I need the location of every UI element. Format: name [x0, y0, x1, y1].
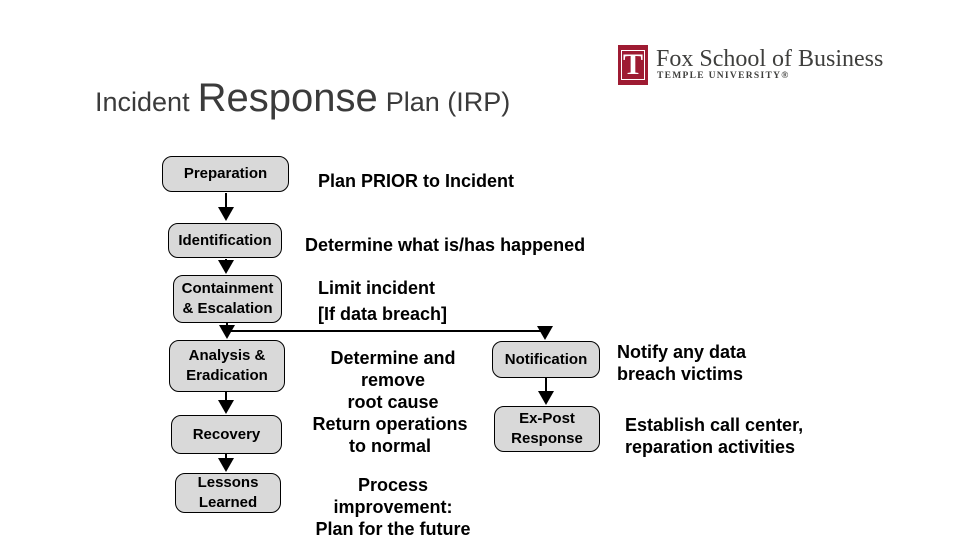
title-emphasis: Response: [197, 76, 378, 120]
desc-preparation: Plan PRIOR to Incident: [318, 171, 515, 191]
desc-analysis-eradication: Determine and remove root cause: [330, 348, 456, 412]
flow-box-containment-escalation: Containment & Escalation: [173, 275, 282, 323]
temple-t-icon: T: [618, 45, 648, 85]
desc-recovery: Return operations to normal: [312, 414, 468, 456]
logo-school-name: Fox School of Business: [656, 46, 884, 72]
desc-lessons-learned: Process improvement: Plan for the future: [315, 475, 471, 539]
logo-university-name: TEMPLE UNIVERSITY®: [657, 71, 790, 81]
flow-box-analysis-eradication: Analysis & Eradication: [169, 340, 285, 392]
flow-box-lessons-learned: Lessons Learned: [175, 473, 281, 513]
title-suffix: Plan (IRP): [385, 87, 511, 117]
title-prefix: Incident: [95, 87, 190, 117]
temple-t-letter: T: [622, 48, 643, 81]
desc-notification: Notify any data breach victims: [617, 342, 747, 384]
flow-box-recovery: Recovery: [171, 415, 282, 454]
temple-t-outline: [621, 50, 645, 80]
desc-if-data-breach: [If data breach]: [318, 304, 448, 324]
desc-expost-response: Establish call center, reparation activi…: [625, 415, 804, 457]
flow-box-preparation: Preparation: [162, 156, 289, 192]
desc-containment: Limit incident: [318, 278, 435, 298]
flow-box-identification: Identification: [168, 223, 282, 258]
flow-box-expost-response: Ex-Post Response: [494, 406, 600, 452]
desc-identification: Determine what is/has happened: [305, 235, 586, 255]
flow-box-notification: Notification: [492, 341, 600, 378]
